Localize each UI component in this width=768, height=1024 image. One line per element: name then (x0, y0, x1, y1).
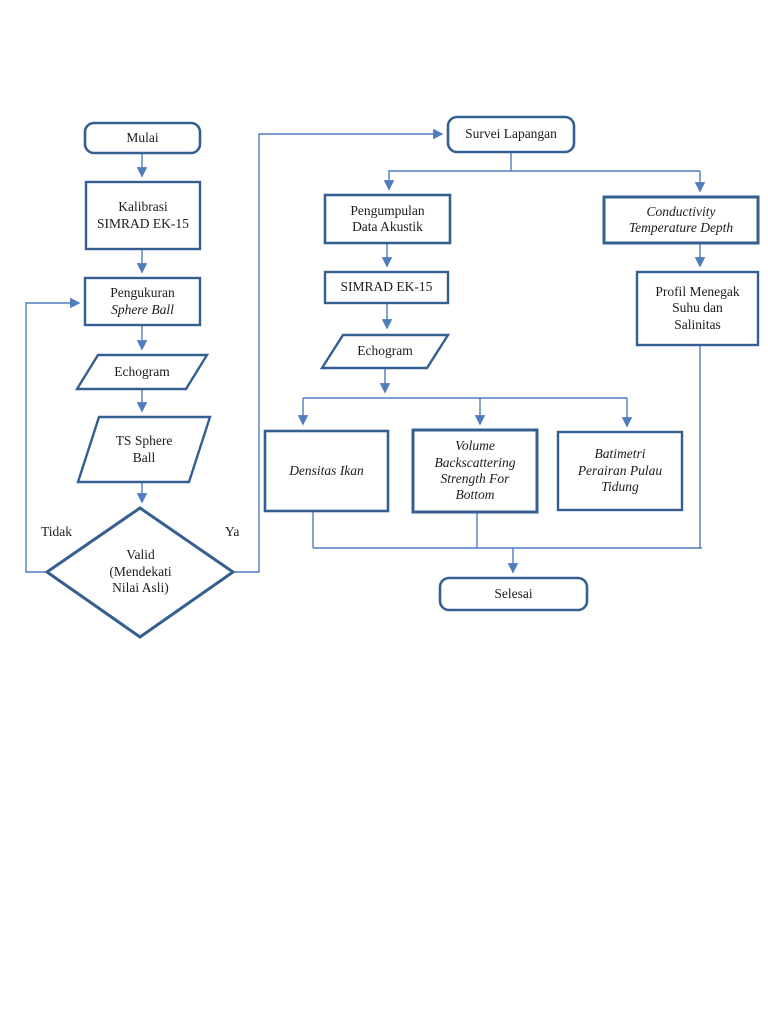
shape-batimetri-process (556, 430, 684, 512)
shape-simrad-process (323, 270, 450, 305)
shape-volume-process (411, 428, 539, 514)
shape-echogram2-parallelogram (319, 333, 451, 370)
shape-kalibrasi-process (84, 180, 202, 251)
shape-ts-parallelogram (76, 415, 212, 484)
shape-valid-decision-diamond (44, 506, 236, 639)
connector-split-pengumpulan (383, 170, 700, 191)
shape-mulai-terminator (83, 121, 202, 155)
shape-pengukuran-process (83, 276, 202, 327)
connector-tidak-loop (25, 297, 81, 573)
shape-survei-terminator (446, 115, 576, 154)
shape-pengumpulan-process (323, 193, 452, 245)
shape-densitas-process (263, 429, 390, 513)
shape-echogram1-parallelogram (74, 353, 210, 391)
shape-profil-process (635, 270, 760, 347)
shape-conductivity-process (602, 195, 760, 245)
label-branch-tidak: Tidak (41, 524, 73, 539)
shape-selesai-terminator (438, 576, 589, 612)
label-branch-ya: Ya (225, 524, 240, 539)
connector-ya-survei (233, 128, 444, 573)
